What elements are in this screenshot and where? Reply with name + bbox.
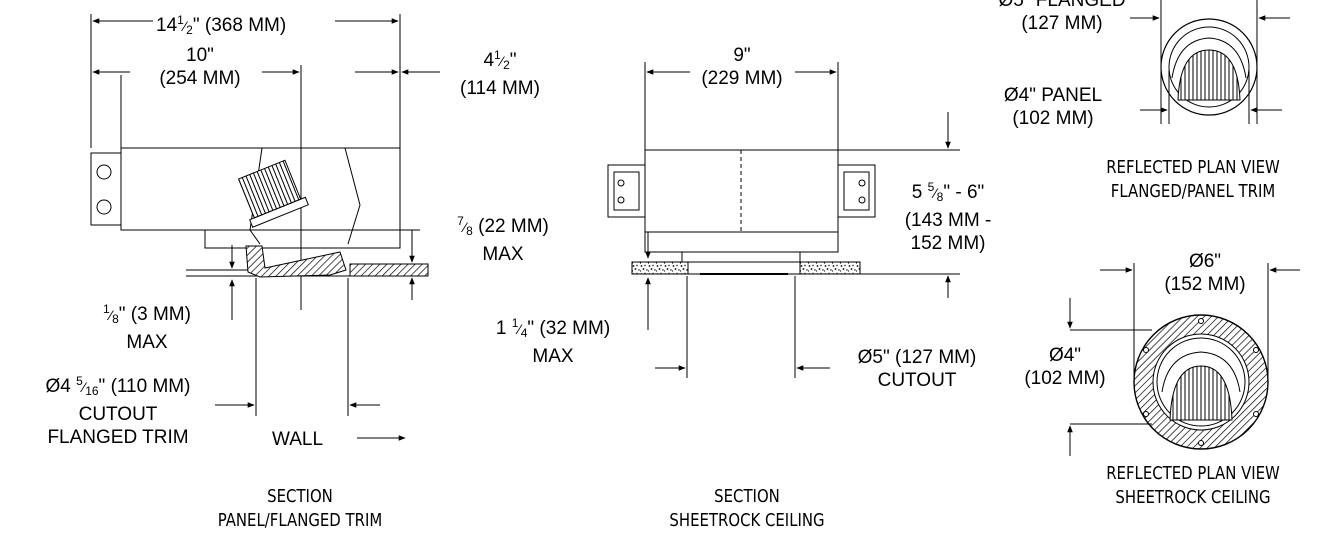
caption-line-1: REFLECTED PLAN VIEW — [1106, 157, 1280, 178]
caption-panel-section: SECTION PANEL/FLANGED TRIM — [162, 485, 438, 533]
dim-panel-diameter: Ø4" PANEL (102 MM) — [968, 84, 1138, 130]
dim-line-2: CUTOUT — [78, 404, 158, 425]
fraction-denominator: 4 — [520, 326, 528, 340]
dim-inner-width: 10" (254 MM) — [140, 44, 260, 90]
dim-text: 14 — [156, 15, 178, 36]
fraction-denominator: 8 — [112, 312, 119, 326]
fraction-denominator: 2 — [186, 23, 193, 37]
fraction-denominator: 2 — [503, 58, 510, 72]
dim-line-1: Ø6" — [1188, 251, 1222, 272]
dim-text: (22 MM) — [472, 216, 549, 237]
dim-outer-diameter: Ø6" (152 MM) — [1140, 250, 1270, 296]
cutout-sheetrock: Ø5" (127 MM) CUTOUT — [832, 346, 1002, 392]
dim-flange-max: 7⁄8 (22 MM) MAX — [428, 210, 578, 266]
dim-sheetrock-width: 9" (229 MM) — [682, 44, 802, 90]
fraction-numerator: 5 — [927, 180, 935, 194]
caption-line-2: SHEETROCK CEILING — [1115, 487, 1271, 508]
dim-text: Ø4 — [45, 376, 77, 397]
plan-sheetrock-view — [1067, 263, 1300, 456]
dim-line-2: (229 MM) — [701, 68, 783, 89]
dim-ceiling-max: 1⁄8" (3 MM) MAX — [82, 298, 212, 354]
fraction-numerator: 7 — [457, 214, 464, 228]
dim-line-1: Ø4" — [1048, 345, 1082, 366]
dim-text: " — [509, 50, 517, 71]
dim-text: 5 — [911, 182, 928, 203]
dim-inner-diameter: Ø4" (102 MM) — [1010, 344, 1120, 390]
caption-plan-sheetrock: REFLECTED PLAN VIEW SHEETROCK CEILING — [1066, 462, 1320, 510]
dim-flanged-diameter: Ø5" FLANGED (127 MM) — [962, 0, 1162, 35]
fraction-numerator: 1 — [494, 48, 501, 62]
dim-text: " - 6" — [943, 182, 985, 203]
sheetrock-section-view — [607, 62, 960, 378]
fraction-denominator: 8 — [466, 224, 473, 238]
dim-line-2: (102 MM) — [1012, 108, 1094, 129]
dim-text: " (110 MM) — [98, 376, 191, 397]
dim-line-2: CUTOUT — [877, 370, 957, 391]
dim-text: " (32 MM) — [527, 318, 611, 339]
fraction-numerator: 1 — [177, 13, 184, 27]
dim-sheetrock-max: 1 1⁄4" (32 MM) MAX — [468, 312, 638, 368]
dim-line-2: MAX — [482, 244, 524, 265]
dim-line-1: Ø4" PANEL — [1003, 85, 1103, 106]
fraction-numerator: 5 — [76, 374, 83, 388]
caption-plan-flanged: REFLECTED PLAN VIEW FLANGED/PANEL TRIM — [1066, 156, 1320, 204]
dim-line-3: FLANGED TRIM — [47, 427, 189, 448]
dim-text: 4 — [483, 50, 495, 71]
wall-label: WALL — [272, 429, 324, 450]
dim-line-1: Ø5" FLANGED — [998, 0, 1126, 11]
dim-line-2: (254 MM) — [159, 68, 241, 89]
caption-line-2: SHEETROCK CEILING — [669, 510, 825, 531]
dim-overall-width: 141⁄2" (368 MM) — [156, 13, 287, 37]
dim-line-2: MAX — [532, 346, 574, 367]
dim-text: " (368 MM) — [192, 15, 287, 36]
fraction-numerator: 1 — [511, 316, 519, 330]
dim-line-2: (102 MM) — [1024, 368, 1106, 389]
dim-text: " (3 MM) — [118, 304, 191, 325]
caption-line-2: PANEL/FLANGED TRIM — [217, 510, 383, 531]
fraction-denominator: 16 — [85, 384, 99, 398]
dim-line-3: 152 MM) — [910, 233, 986, 254]
dim-text: 1 — [495, 318, 512, 339]
caption-sheetrock-section: SECTION SHEETROCK CEILING — [609, 485, 885, 533]
plan-flanged-view — [1130, 0, 1290, 124]
dim-sheetrock-height: 5 5⁄8" - 6" (143 MM - 152 MM) — [878, 176, 1018, 255]
dim-line-1: Ø5" (127 MM) — [857, 347, 977, 368]
dim-side-width: 41⁄2" (114 MM) — [440, 44, 560, 100]
caption-line-1: REFLECTED PLAN VIEW — [1106, 463, 1280, 484]
caption-line-1: SECTION — [714, 486, 780, 507]
cutout-flanged-trim: Ø4 5⁄16" (110 MM) CUTOUT FLANGED TRIM — [0, 370, 236, 449]
panel-section-view — [90, 14, 440, 441]
dim-line-2: (143 MM - — [904, 210, 992, 231]
caption-line-1: SECTION — [267, 486, 333, 507]
dim-line-1: 9" — [733, 45, 751, 66]
fraction-numerator: 1 — [103, 302, 110, 316]
caption-line-2: FLANGED/PANEL TRIM — [1110, 181, 1276, 202]
dim-line-2: (114 MM) — [460, 78, 540, 99]
dim-line-2: MAX — [126, 332, 168, 353]
dim-line-1: 10" — [186, 45, 214, 66]
dim-line-2: (127 MM) — [1021, 13, 1103, 34]
fraction-denominator: 8 — [936, 190, 944, 204]
dim-line-2: (152 MM) — [1164, 274, 1246, 295]
